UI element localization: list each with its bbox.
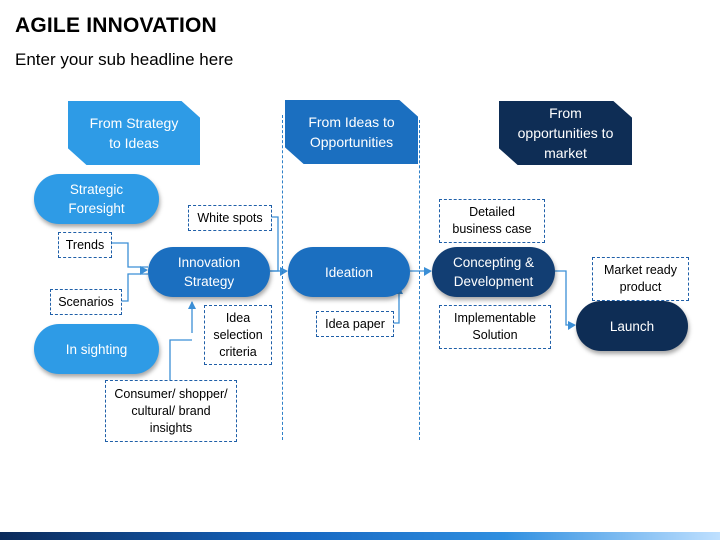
stage-header-strategy-to-ideas: From Strategy to Ideas: [68, 101, 200, 165]
note-detailed-business-case: Detailed business case: [439, 199, 545, 243]
pill-innovation-strategy: Innovation Strategy: [148, 247, 270, 297]
separator-1: [282, 115, 283, 440]
pill-ideation: Ideation: [288, 247, 410, 297]
footer-gradient-bar: [0, 532, 720, 540]
note-consumer-insights: Consumer/ shopper/ cultural/ brand insig…: [105, 380, 237, 442]
connector-idea-paper: [392, 287, 400, 324]
note-scenarios: Scenarios: [50, 289, 122, 315]
pill-launch: Launch: [576, 301, 688, 351]
note-market-ready-product: Market ready product: [592, 257, 689, 301]
note-idea-selection-criteria: Idea selection criteria: [204, 305, 272, 365]
pill-strategic-foresight: Strategic Foresight: [34, 174, 159, 224]
stage-header-ideas-to-opportunities: From Ideas to Opportunities: [285, 100, 418, 164]
pill-concepting-development: Concepting & Development: [432, 247, 555, 297]
arrowhead-innovation-strategy: [140, 266, 148, 275]
connector-concepting-launch: [555, 270, 574, 326]
connector-consumer: [169, 339, 192, 380]
arrowhead-concepting: [424, 267, 432, 276]
arrowhead-innovation-strategy-bottom: [188, 301, 196, 309]
connector-scenarios: [120, 273, 148, 302]
note-implementable-solution: Implementable Solution: [439, 305, 551, 349]
separator-2: [419, 120, 420, 440]
pill-in-sighting: In sighting: [34, 324, 159, 374]
page-subtitle: Enter your sub headline here: [15, 50, 234, 69]
page-title: AGILE INNOVATION: [15, 14, 217, 37]
arrowhead-launch: [568, 321, 576, 330]
stage-header-opportunities-to-market: From opportunities to market: [499, 101, 632, 165]
connector-trends: [110, 242, 148, 268]
note-white-spots: White spots: [188, 205, 272, 231]
note-idea-paper: Idea paper: [316, 311, 394, 337]
note-trends: Trends: [58, 232, 112, 258]
